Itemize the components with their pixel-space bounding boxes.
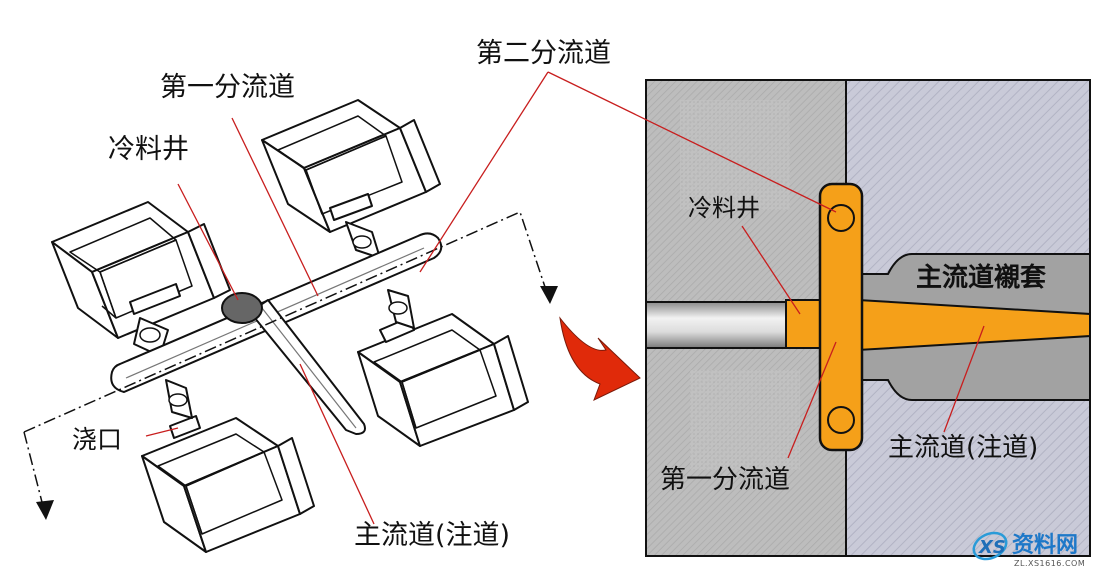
curved-red-arrow-icon — [559, 316, 641, 401]
label-primary-runner-left: 第一分流道 — [160, 72, 295, 103]
cold-slug-well-insert — [785, 299, 823, 349]
runner-hole-top — [827, 204, 855, 232]
ejector-rod — [645, 301, 787, 349]
label-sprue-bushing: 主流道襯套 — [916, 262, 1047, 293]
cavity-bottom-right — [357, 313, 529, 447]
parting-arrow-right-icon — [540, 286, 558, 304]
label-gate: 浇口 — [72, 425, 122, 454]
left-leader-lines — [145, 71, 549, 525]
cavity-bottom-left — [141, 417, 315, 553]
watermark-text: 资料网 — [1012, 533, 1078, 558]
watermark: XS 资料网 ZL.XS1616.COM — [972, 531, 1085, 568]
label-primary-runner-right: 第一分流道 — [660, 465, 790, 495]
parting-line — [23, 210, 549, 511]
parting-arrow-left-icon — [36, 500, 54, 520]
cavity-top-right — [261, 99, 441, 233]
xs-logo-icon: XS — [972, 531, 1008, 561]
label-cold-slug-well-left: 冷料井 — [108, 134, 189, 165]
cavity-top-left — [51, 201, 231, 339]
label-main-sprue-left: 主流道(注道) — [354, 520, 510, 551]
label-main-sprue-right: 主流道(注道) — [888, 433, 1038, 463]
label-secondary-runner: 第二分流道 — [476, 38, 611, 69]
svg-text:XS: XS — [978, 537, 1006, 558]
cold-slug-well-blob — [221, 292, 263, 324]
primary-runner-vertical — [818, 182, 864, 452]
label-cold-slug-well-right: 冷料井 — [688, 194, 760, 222]
left-isometric-view — [51, 99, 529, 553]
right-section-view — [645, 79, 1091, 557]
runner-hole-bottom — [827, 406, 855, 434]
right-leader-lines — [547, 71, 985, 459]
watermark-url: ZL.XS1616.COM — [1014, 559, 1085, 568]
